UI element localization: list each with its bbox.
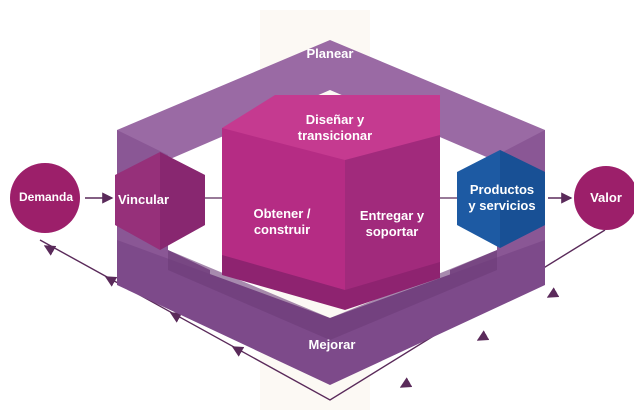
label-mejorar: Mejorar: [308, 337, 356, 352]
label-productos-servicios: Productos y servicios: [468, 182, 536, 213]
feedback-arrow-1: [546, 287, 560, 298]
outer-frame-bottom: [117, 240, 545, 385]
central-cube: [222, 95, 440, 310]
feedback-arrow-7: [43, 245, 57, 256]
feedback-arrow-6: [104, 276, 118, 287]
feedback-arrow-3: [399, 377, 413, 388]
label-disenar-transicionar: Diseñar y transicionar: [297, 112, 373, 143]
label-planear: Planear: [306, 46, 354, 61]
cube-right-face: [345, 135, 440, 300]
label-valor: Valor: [590, 190, 622, 205]
feedback-arrow-2: [476, 330, 490, 341]
demand-circle: [10, 163, 80, 233]
cube-front-face: [222, 128, 345, 300]
label-vincular: Vincular: [118, 192, 170, 207]
products-hexagon: [457, 150, 545, 248]
outer-frame-top: [117, 40, 545, 182]
label-obtener-construir: Obtener / construir: [253, 206, 311, 237]
value-circle: [574, 166, 634, 230]
feedback-arrow-4: [231, 346, 245, 357]
label-entregar-soportar: Entregar y soportar: [359, 208, 425, 239]
cube-bottom-face: [222, 255, 440, 310]
outer-frame-inner-shade: [168, 250, 497, 340]
engage-hexagon: [115, 152, 205, 250]
label-demanda: Demanda: [18, 190, 74, 204]
feedback-arrow-5: [169, 312, 183, 323]
